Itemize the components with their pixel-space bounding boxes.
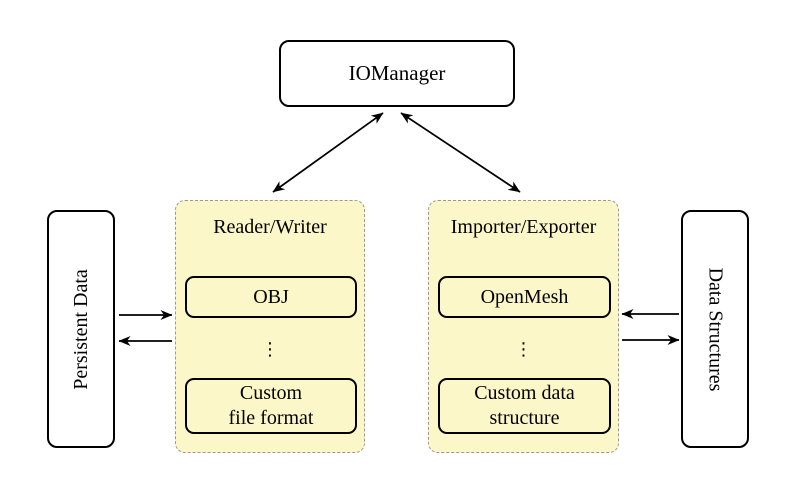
custom-file-format-node: Custom file format [185, 378, 357, 434]
reader-writer-group: Reader/Writer OBJ ⋮ Custom file format [175, 200, 365, 453]
custom-data-structure-label: Custom data structure [474, 382, 575, 429]
vertical-dots: ⋮ [514, 338, 533, 360]
persistent-data-node: Persistent Data [47, 210, 115, 448]
reader-writer-title: Reader/Writer [213, 216, 327, 238]
iomanager-node: IOManager [279, 40, 515, 107]
persistent-data-label: Persistent Data [69, 268, 92, 390]
reader-writer-ellipsis: ⋮ [176, 323, 364, 375]
iomanager-label: IOManager [348, 61, 446, 85]
data-structures-label: Data Structures [704, 267, 727, 391]
openmesh-node: OpenMesh [438, 276, 611, 318]
importer-exporter-ellipsis: ⋮ [429, 323, 618, 375]
arrow-iomanager-importerexporter [400, 112, 521, 193]
openmesh-label: OpenMesh [480, 285, 569, 308]
importer-exporter-title: Importer/Exporter [450, 216, 597, 238]
obj-node: OBJ [185, 276, 357, 318]
arrow-iomanager-readerwriter [272, 112, 384, 193]
data-structures-node: Data Structures [681, 210, 749, 448]
importer-exporter-group: Importer/Exporter OpenMesh ⋮ Custom data… [428, 200, 619, 453]
custom-file-format-label: Custom file format [228, 382, 314, 429]
custom-data-structure-node: Custom data structure [438, 378, 611, 434]
vertical-dots: ⋮ [261, 338, 279, 360]
obj-label: OBJ [253, 285, 289, 308]
